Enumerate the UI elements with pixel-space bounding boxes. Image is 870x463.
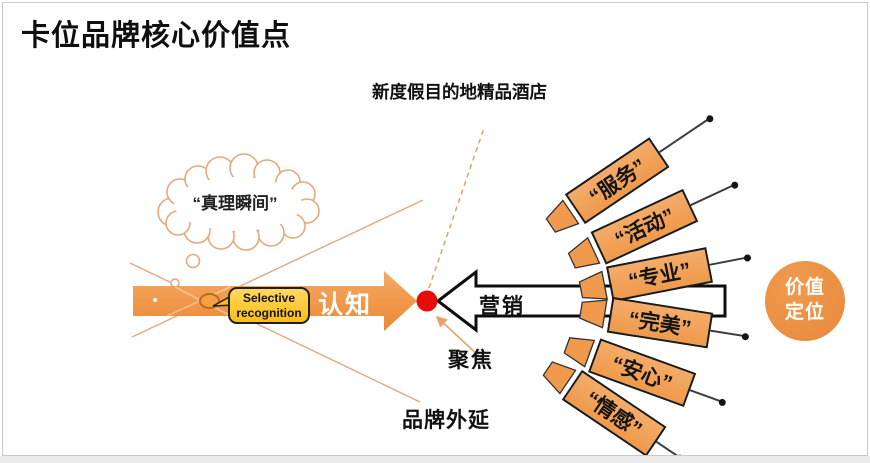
arrow-streak <box>166 286 231 317</box>
baton-tail-icon <box>545 199 580 233</box>
baton-connector-line <box>710 329 744 337</box>
focus-red-circle <box>416 290 438 312</box>
value-baton: “专业” <box>577 234 780 308</box>
thought-cloud-label: “真理瞬间” <box>192 194 278 213</box>
baton-tail-icon <box>563 337 596 368</box>
baton-end-dot <box>717 397 727 407</box>
baton-tail-icon <box>579 299 608 329</box>
baton-connector-line <box>690 184 733 206</box>
baton-connector-line <box>689 389 721 402</box>
callout-line1: Selective <box>242 291 296 306</box>
baton-end-dot <box>704 113 715 124</box>
value-baton: “完美” <box>577 292 780 359</box>
baton-end-dot <box>743 253 752 262</box>
value-baton: “服务” <box>540 99 726 241</box>
thought-bubble-dot-small <box>170 278 180 288</box>
baton-connector-line <box>656 440 679 457</box>
baton-connector-line <box>709 256 746 266</box>
arrow-white-dot <box>153 298 157 302</box>
dashed-connector-line <box>428 127 485 289</box>
baton-end-dot <box>741 332 750 341</box>
value-baton: “情感” <box>537 353 723 463</box>
cognition-label: 认知 <box>318 291 373 319</box>
thought-bubble-dot-large <box>185 253 201 269</box>
bottom-strip <box>0 456 870 463</box>
value-circle-line1: 价值 <box>784 277 825 299</box>
value-baton: “活动” <box>563 160 759 277</box>
brand-extension-label: 品牌外延 <box>402 409 490 432</box>
value-baton: “安心” <box>560 328 760 430</box>
thought-cloud <box>157 153 320 251</box>
slide-title: 卡位品牌核心价值点 <box>21 20 292 52</box>
value-circle-line2: 定位 <box>784 302 825 323</box>
focus-label: 聚焦 <box>448 349 494 372</box>
hotel-subtitle: 新度假目的地精品酒店 <box>372 82 547 102</box>
marketing-label: 营销 <box>479 295 525 318</box>
baton-tail-icon <box>578 270 609 300</box>
baton-tail-icon <box>567 236 601 269</box>
value-positioning-circle: 价值 定位 <box>765 261 845 341</box>
baton-end-dot <box>729 180 740 190</box>
baton-tail-icon <box>542 361 577 395</box>
focus-pointer-arrow <box>435 315 482 359</box>
callout-line2: recognition <box>236 305 302 320</box>
selective-recognition-callout: Selective recognition <box>228 287 310 324</box>
